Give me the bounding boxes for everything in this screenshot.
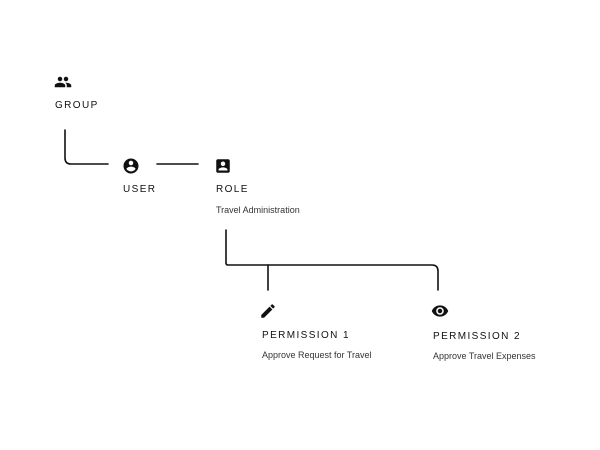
permission-1-label: PERMISSION 1 [262,330,350,341]
group-icon [54,73,72,91]
role-icon [214,157,232,175]
user-icon [122,157,140,175]
role-description: Travel Administration [216,205,300,215]
permission-1-description: Approve Request for Travel [262,350,372,360]
permission-2-description: Approve Travel Expenses [433,351,536,361]
user-label: USER [123,184,157,195]
group-label: GROUP [55,100,99,111]
role-label: ROLE [216,184,249,195]
pencil-icon [259,302,277,320]
permission-2-label: PERMISSION 2 [433,331,521,342]
connector-group-user [64,129,109,165]
eye-icon [431,302,449,320]
connector-role-permissions [225,229,439,291]
